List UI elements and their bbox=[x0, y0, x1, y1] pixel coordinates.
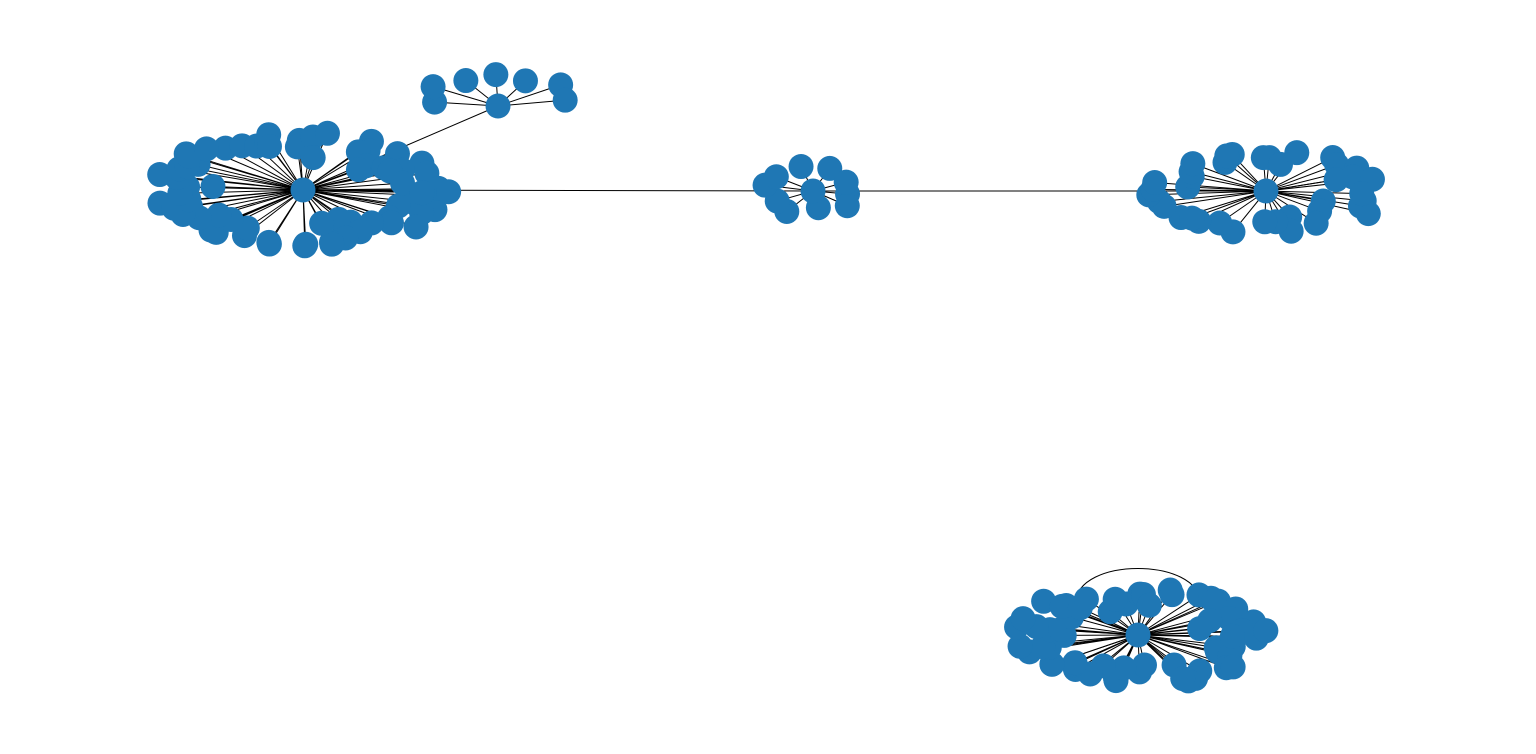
graph-edge bbox=[1192, 163, 1267, 192]
graph-node bbox=[1131, 652, 1157, 678]
graph-node bbox=[256, 133, 282, 159]
graph-node bbox=[1253, 618, 1279, 644]
graph-node bbox=[483, 62, 509, 88]
graph-node bbox=[200, 173, 226, 199]
graph-hub-node bbox=[800, 178, 826, 204]
graph-node bbox=[314, 120, 340, 146]
graph-node bbox=[1142, 170, 1168, 196]
graph-node bbox=[206, 202, 232, 228]
graph-edge bbox=[1159, 190, 1267, 203]
graph-edge bbox=[1192, 175, 1267, 192]
graph-node bbox=[1170, 666, 1196, 692]
graph-edge bbox=[179, 189, 304, 194]
graph-node bbox=[1303, 210, 1329, 236]
graph-edge bbox=[212, 185, 304, 191]
graph-node bbox=[293, 231, 319, 257]
graph-node bbox=[1355, 201, 1381, 227]
graph-node bbox=[300, 145, 326, 171]
graph-node bbox=[147, 162, 173, 188]
graph-node bbox=[1159, 582, 1185, 608]
graph-node bbox=[1219, 623, 1245, 649]
graph-node bbox=[256, 229, 282, 255]
graph-node bbox=[1214, 143, 1240, 169]
graph-node bbox=[1220, 654, 1246, 680]
graph-edge bbox=[302, 189, 814, 192]
graph-node bbox=[1187, 616, 1213, 642]
graph-node bbox=[453, 68, 479, 94]
graph-node bbox=[817, 155, 843, 181]
graph-node bbox=[378, 210, 404, 236]
graph-nodes bbox=[147, 62, 1385, 694]
graph-node bbox=[193, 136, 219, 162]
graph-edge bbox=[302, 182, 403, 191]
graph-hub-node bbox=[290, 177, 316, 203]
graph-node bbox=[512, 68, 538, 94]
graph-node bbox=[345, 157, 371, 183]
graph-node bbox=[1010, 606, 1036, 632]
graph-node bbox=[1179, 205, 1205, 231]
graph-node bbox=[390, 170, 416, 196]
graph-edge bbox=[1154, 182, 1267, 192]
graph-hub-node bbox=[1253, 178, 1279, 204]
graph-node bbox=[788, 154, 814, 180]
graph-node bbox=[1111, 655, 1137, 681]
graph-node bbox=[1136, 592, 1162, 618]
graph-edge bbox=[1164, 190, 1267, 207]
graph-node bbox=[834, 193, 860, 219]
graph-node bbox=[763, 164, 789, 190]
graph-node bbox=[1284, 140, 1310, 166]
graph-node bbox=[1323, 167, 1349, 193]
graph-edge bbox=[188, 189, 304, 201]
graph-node bbox=[1201, 588, 1227, 614]
graph-edge bbox=[1265, 164, 1337, 192]
graph-edge bbox=[230, 189, 304, 220]
graph-node bbox=[1062, 650, 1088, 676]
graph-hub-node bbox=[485, 93, 511, 119]
graph-edge bbox=[1137, 634, 1217, 649]
graph-node bbox=[1102, 586, 1128, 612]
graph-edge bbox=[197, 163, 304, 191]
graph-node bbox=[1007, 633, 1033, 659]
graph-node bbox=[403, 214, 429, 240]
graph-node bbox=[1073, 586, 1099, 612]
graph-node bbox=[1207, 210, 1233, 236]
graph-node bbox=[436, 179, 462, 205]
graph-node bbox=[309, 210, 335, 236]
graph-node bbox=[1180, 151, 1206, 177]
graph-node bbox=[1349, 181, 1375, 207]
graph-node bbox=[552, 87, 578, 113]
graph-node bbox=[319, 231, 345, 257]
graph-node bbox=[420, 74, 446, 100]
graph-node bbox=[409, 180, 435, 206]
graph-edge bbox=[1265, 190, 1362, 195]
graph-node bbox=[1049, 593, 1075, 619]
graph-node bbox=[833, 169, 859, 195]
graph-hub-node bbox=[1125, 622, 1151, 648]
graph-node bbox=[1252, 209, 1278, 235]
